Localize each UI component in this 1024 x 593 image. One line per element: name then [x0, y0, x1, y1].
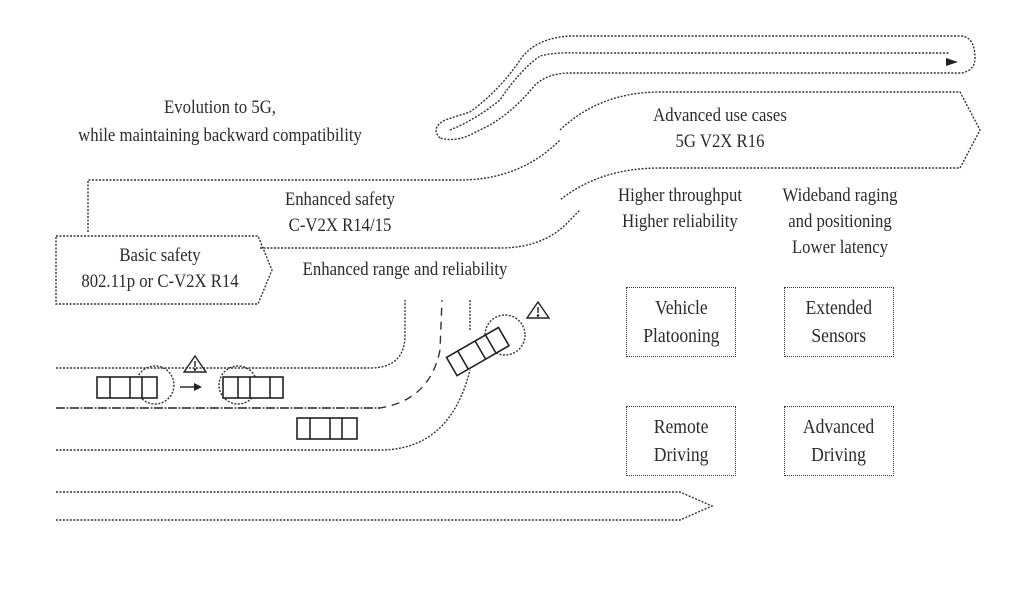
warning-icon — [182, 354, 208, 373]
signal-circle — [484, 314, 526, 356]
advanced-subtitle: 5G V2X R16 — [675, 131, 765, 152]
enhanced-safety-subtitle: C-V2X R14/15 — [288, 215, 392, 236]
feature-left-line-2: Higher reliability — [622, 211, 738, 232]
car-icon — [222, 376, 284, 399]
car-icon — [96, 376, 158, 399]
feature-left-line-1: Higher throughput — [618, 185, 742, 206]
road-line-mid — [56, 299, 443, 409]
evolution-loop-inner — [449, 52, 950, 131]
enhanced-safety-title: Enhanced safety — [284, 189, 396, 210]
use-case-line-1: Extended — [805, 297, 873, 319]
basic-safety-title: Basic safety — [119, 245, 201, 266]
feature-right-line-3: Lower latency — [791, 237, 889, 258]
enhanced-region-bottom — [260, 209, 581, 249]
advanced-banner-outline — [559, 91, 981, 201]
use-case-line-1: Remote — [653, 416, 709, 438]
road-line-bottom — [56, 369, 471, 451]
car-icon — [445, 326, 511, 377]
heading-line-1: Evolution to 5G, — [164, 97, 276, 118]
feature-right-line-1: Wideband raging — [782, 185, 898, 206]
bottom-arrow — [56, 491, 714, 521]
car-icon — [296, 417, 358, 440]
use-case-line-2: Driving — [653, 444, 709, 466]
evolution-loop-outer — [435, 35, 976, 141]
advanced-title: Advanced use cases — [653, 105, 787, 126]
basic-safety-outline — [55, 235, 273, 305]
use-case-line-2: Sensors — [811, 325, 867, 347]
enhanced-region-top — [87, 139, 561, 232]
use-case-line-1: Vehicle — [654, 297, 708, 319]
arrow-right-icon — [946, 58, 958, 66]
enhanced-safety-feature: Enhanced range and reliability — [302, 259, 508, 280]
basic-safety-subtitle: 802.11p or C-V2X R14 — [81, 271, 239, 292]
warning-icon — [525, 300, 551, 319]
arrow-right-icon — [180, 383, 202, 391]
signal-circle — [135, 365, 175, 405]
use-case-line-2: Driving — [811, 444, 867, 466]
road-line-top — [56, 300, 406, 369]
use-case-line-1: Advanced — [803, 416, 875, 438]
use-case-line-2: Platooning — [642, 325, 720, 347]
feature-right-line-2: and positioning — [788, 211, 892, 232]
heading-line-2: while maintaining backward compatibility — [78, 125, 362, 146]
